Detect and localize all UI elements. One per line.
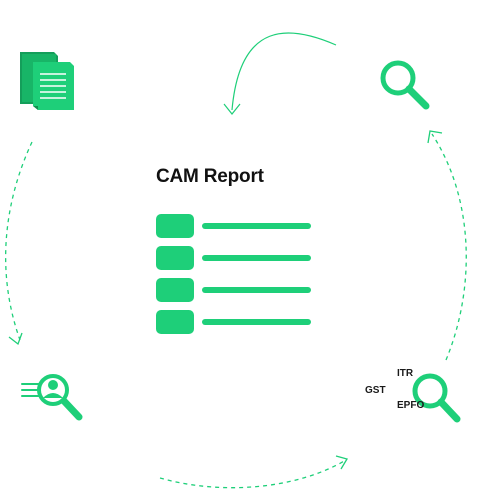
epfo-label: EPFO [397,400,425,411]
report-title: CAM Report [156,166,264,187]
row-line [202,287,311,293]
row-block [156,310,194,334]
right-arrowhead [427,130,443,144]
top-curved-arrow [231,32,337,111]
row-block [156,214,194,238]
report-row [156,246,316,270]
row-line [202,319,311,325]
gst-label: GST [365,385,386,396]
bottom-arrowhead [335,455,348,470]
bottom-dashed-arc [159,459,347,489]
report-row [156,310,316,334]
row-line [202,255,311,261]
left-dashed-arc [4,141,33,341]
left-arrowhead [8,332,23,346]
report-row [156,278,316,302]
row-block [156,246,194,270]
itr-label: ITR [397,368,414,379]
report-row [156,214,316,238]
row-block [156,278,194,302]
top-arrowhead [223,103,241,115]
row-line [202,223,311,229]
